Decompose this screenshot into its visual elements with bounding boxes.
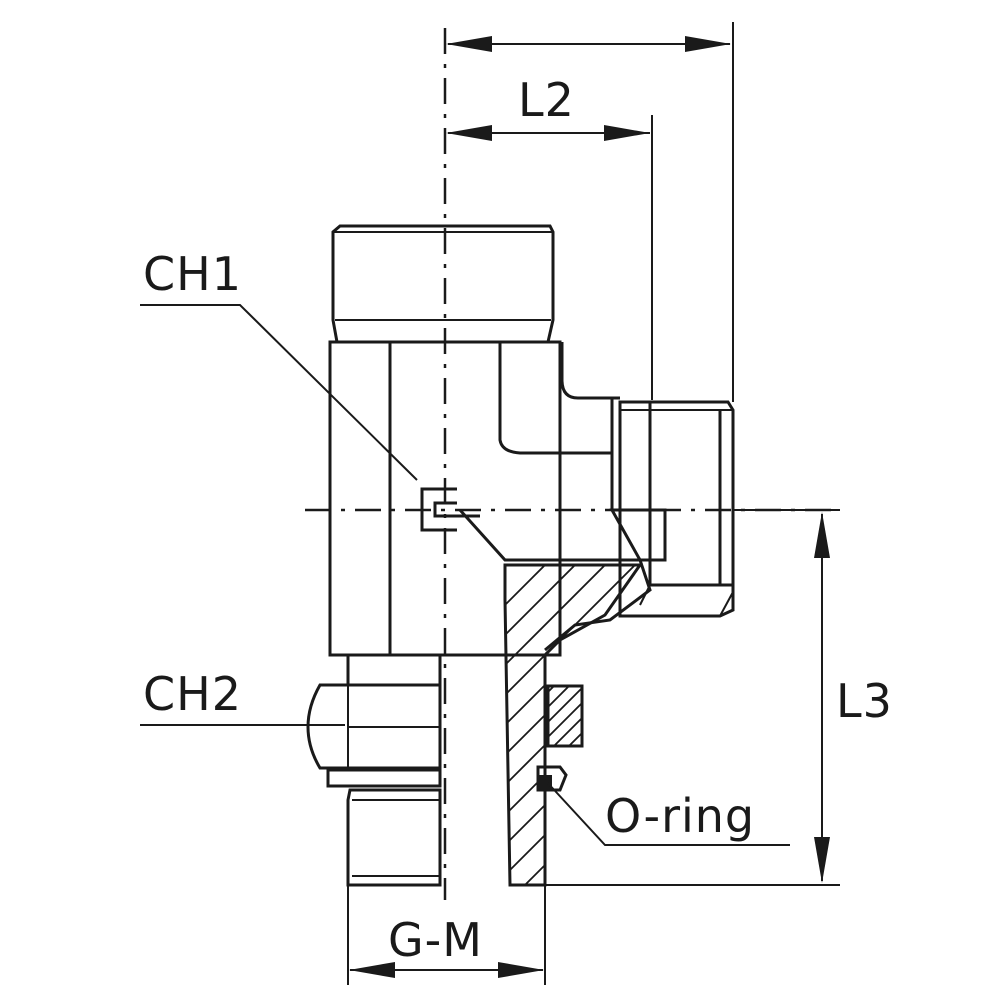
o-ring-part xyxy=(536,765,568,792)
label-ch2: CH2 xyxy=(143,667,242,721)
label-l3: L3 xyxy=(836,674,893,728)
o-ring-leader xyxy=(544,779,790,846)
leader-lines xyxy=(140,304,790,846)
ch1-leader xyxy=(140,304,418,481)
centerlines xyxy=(305,28,840,900)
seal-ring xyxy=(546,684,584,748)
right-threaded-stud xyxy=(609,400,735,618)
label-l2: L2 xyxy=(518,73,575,127)
label-g-m: G-M xyxy=(388,913,483,967)
washer xyxy=(326,768,442,788)
bolt-marker xyxy=(420,487,480,532)
label-ch1: CH1 xyxy=(143,247,242,301)
label-o-ring: O-ring xyxy=(605,789,755,843)
dimension-l2 xyxy=(446,115,653,400)
dimension-l3 xyxy=(545,509,840,886)
lock-nut xyxy=(306,683,442,770)
dimension-overall xyxy=(446,22,734,402)
top-threaded-stud xyxy=(331,224,555,344)
dimension-g-m xyxy=(347,885,546,985)
bottom-thread xyxy=(346,788,442,887)
lower-neck xyxy=(346,655,442,685)
